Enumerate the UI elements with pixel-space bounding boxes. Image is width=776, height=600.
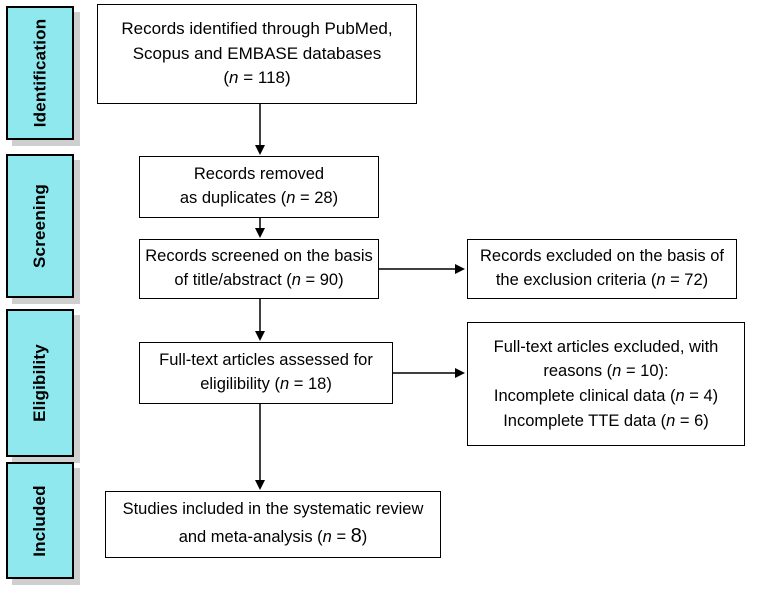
excluded-count: the exclusion criteria (n = 72): [495, 271, 709, 289]
box-duplicates-removed: Records removed as duplicates (n = 28): [139, 156, 379, 218]
phase-identification-label: Identification: [30, 18, 50, 128]
screened-line1: Records screened on the basis: [145, 247, 373, 266]
phase-included: Included: [6, 462, 74, 579]
fulltext-count: eligilibility (n = 18): [200, 375, 332, 393]
fulltext-excluded-line1: Full-text articles excluded, with: [493, 337, 719, 356]
duplicates-count: as duplicates (n = 28): [179, 189, 339, 207]
duplicates-line1: Records removed: [193, 165, 325, 184]
fulltext-excluded-count: reasons (n = 10):: [543, 362, 669, 381]
phase-screening: Screening: [6, 154, 74, 298]
box-studies-included: Studies included in the systematic revie…: [105, 491, 441, 558]
screened-count: of title/abstract (n = 90): [174, 271, 344, 289]
box-records-screened: Records screened on the basis of title/a…: [139, 239, 379, 299]
reason-incomplete-clinical: Incomplete clinical data (n = 4): [493, 387, 719, 405]
identified-line2: Scopus and EMBASE databases: [132, 43, 382, 63]
identified-line1: Records identified through PubMed,: [121, 19, 393, 39]
excluded-line1: Records excluded on the basis of: [480, 247, 724, 266]
box-records-identified: Records identified through PubMed, Scopu…: [97, 4, 417, 104]
included-line1: Studies included in the systematic revie…: [122, 500, 424, 519]
phase-identification: Identification: [6, 6, 74, 140]
phase-eligibility: Eligibility: [6, 309, 74, 457]
box-records-excluded: Records excluded on the basis of the exc…: [467, 239, 737, 299]
phase-screening-label: Screening: [30, 184, 49, 268]
included-count: and meta-analysis (n = 8): [178, 524, 368, 547]
box-fulltext-assessed: Full-text articles assessed for eligilib…: [139, 342, 393, 404]
phase-included-label: Included: [30, 484, 49, 557]
reason-incomplete-tte: Incomplete TTE data (n = 6): [503, 411, 709, 430]
fulltext-line1: Full-text articles assessed for: [159, 351, 373, 370]
phase-eligibility-label: Eligibility: [30, 344, 50, 422]
identified-count: (n = 118): [223, 68, 291, 88]
box-fulltext-excluded: Full-text articles excluded, with reason…: [467, 322, 745, 446]
